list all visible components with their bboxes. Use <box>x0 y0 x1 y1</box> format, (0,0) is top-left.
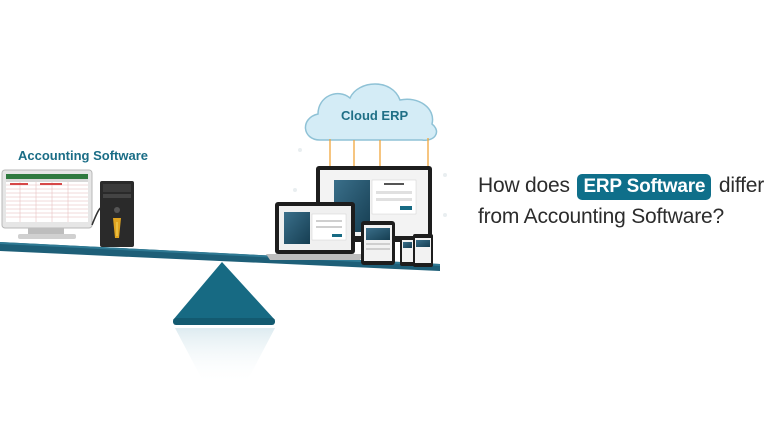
cloud-erp-label: Cloud ERP <box>341 108 408 123</box>
decorative-dots <box>293 148 447 217</box>
tablet <box>361 221 395 265</box>
laptop <box>266 202 364 260</box>
small-tablet <box>413 234 433 267</box>
erp-software-badge: ERP Software <box>577 174 712 200</box>
headline-suffix: differ <box>718 174 765 197</box>
cloud-icon <box>304 83 438 141</box>
desktop-computer <box>1 169 93 239</box>
smartphone <box>400 236 415 266</box>
tower-case <box>100 181 134 247</box>
accounting-software-label: Accounting Software <box>18 148 148 163</box>
fulcrum <box>173 262 275 320</box>
fulcrum-base <box>173 318 275 325</box>
fulcrum-reflection <box>175 328 275 385</box>
headline-prefix: How does <box>478 174 570 197</box>
headline: How does ERP Software differ from Accoun… <box>478 170 778 232</box>
headline-line-1: How does ERP Software differ <box>478 170 778 201</box>
headline-line-2: from Accounting Software? <box>478 205 724 228</box>
